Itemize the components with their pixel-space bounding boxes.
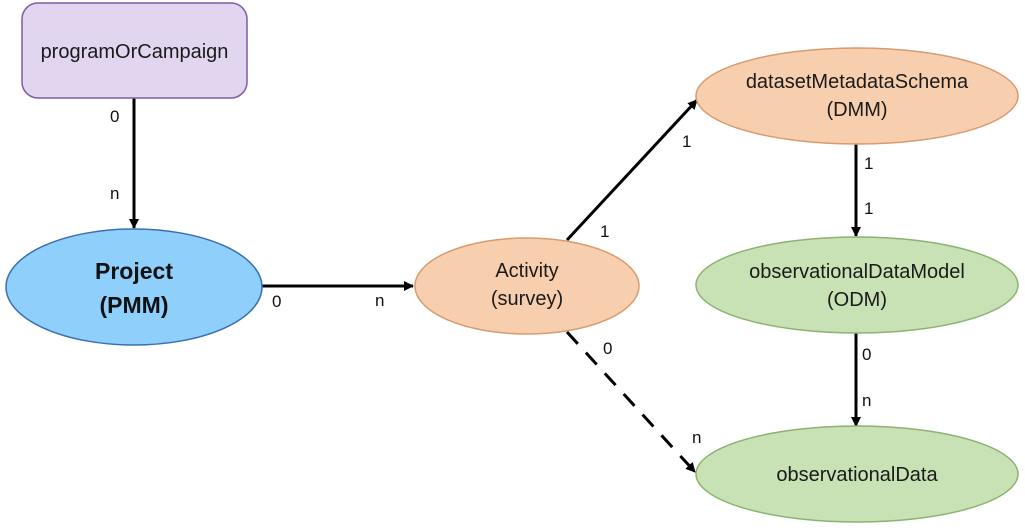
- node-observational-data-model: observationalDataModel (ODM): [695, 236, 1019, 334]
- card-odm-obs-from: 0: [862, 345, 871, 364]
- node-project-line1: Project: [95, 258, 173, 284]
- node-activity-line1: Activity: [495, 260, 558, 282]
- node-activity: Activity (survey): [414, 237, 640, 335]
- node-obs-shape: [695, 425, 1019, 523]
- edges: [129, 98, 861, 474]
- node-activity-line2: (survey): [491, 288, 563, 310]
- node-program-label: programOrCampaign: [41, 41, 229, 63]
- card-activity-obs-from: 0: [603, 339, 612, 358]
- node-dmm-line2: (DMM): [826, 99, 887, 121]
- card-project-activity-to: n: [375, 291, 384, 310]
- node-obs-label: observationalData: [776, 464, 938, 486]
- card-odm-obs-to: n: [862, 391, 871, 410]
- edge-activity-dmm: [565, 98, 699, 242]
- node-program-shape: [21, 2, 248, 99]
- card-activity-dmm-to: 1: [682, 132, 691, 151]
- card-project-activity-from: 0: [272, 292, 281, 311]
- node-odm-shape: [695, 236, 1019, 334]
- card-activity-obs-to: n: [692, 428, 701, 447]
- card-activity-dmm-from: 1: [600, 222, 609, 241]
- node-project: Project (PMM): [5, 228, 263, 346]
- node-program-or-campaign: programOrCampaign: [21, 2, 248, 99]
- edge-activity-obs-dashed: [565, 330, 697, 474]
- cardinality-labels: 0 n 0 n 1 1 1 1 0 n 0 n: [110, 107, 873, 447]
- node-observational-data: observationalData: [695, 425, 1019, 523]
- node-dmm-shape: [695, 47, 1019, 145]
- card-dmm-odm-from: 1: [864, 154, 873, 173]
- node-activity-shape: [414, 237, 640, 335]
- node-dataset-metadata-schema: datasetMetadataSchema (DMM): [695, 47, 1019, 145]
- card-dmm-odm-to: 1: [864, 199, 873, 218]
- card-program-project-to: n: [110, 184, 119, 203]
- node-project-line2: (PMM): [100, 292, 169, 318]
- card-program-project-from: 0: [110, 107, 119, 126]
- node-dmm-line1: datasetMetadataSchema: [746, 71, 969, 93]
- node-project-shape: [5, 228, 263, 346]
- node-odm-line1: observationalDataModel: [749, 261, 965, 283]
- node-odm-line2: (ODM): [827, 289, 887, 311]
